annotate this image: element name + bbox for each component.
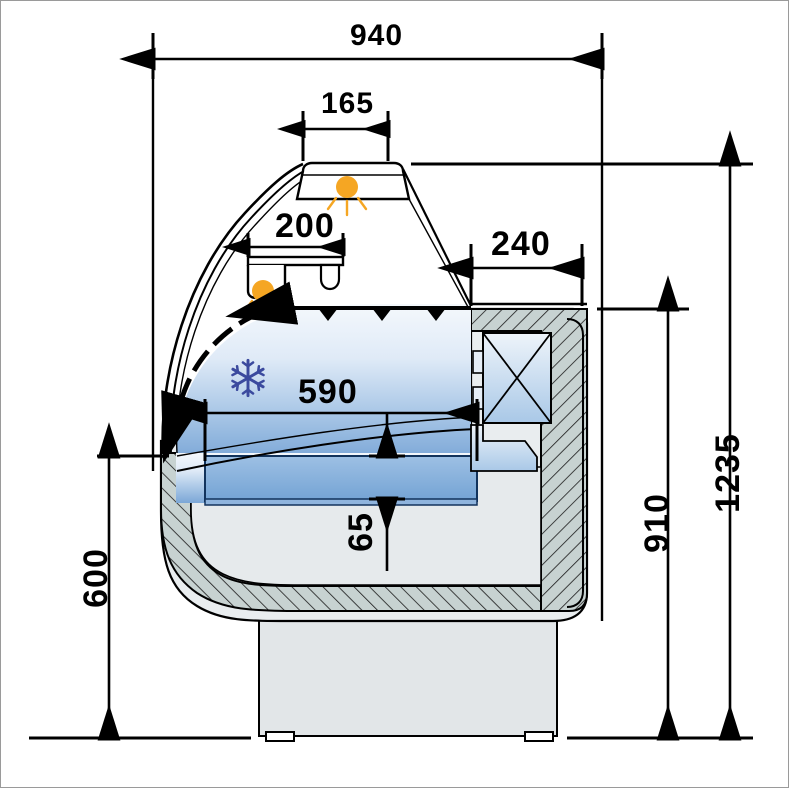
opening-direction-arrow — [161, 281, 299, 464]
canopy-rear-edge — [402, 168, 472, 307]
product-deck — [204, 455, 478, 502]
shelf-bracket — [319, 263, 341, 291]
deck-slope-line — [176, 428, 478, 472]
leveling-foot-right — [524, 731, 554, 742]
dim-65 — [369, 413, 405, 571]
leveling-foot-left — [265, 731, 295, 742]
dim-590 — [171, 399, 480, 461]
dim-label-590: 590 — [298, 373, 358, 411]
canopy-rear-edge-inner — [408, 198, 469, 308]
dim-label-165: 165 — [321, 87, 375, 120]
dim-label-200: 200 — [275, 207, 335, 245]
cabinet-body — [159, 161, 589, 742]
rear-panel-line — [566, 318, 584, 608]
dim-label-600: 600 — [77, 548, 115, 608]
product-deck-edge — [204, 498, 478, 506]
dim-label-910: 910 — [638, 493, 676, 553]
machinery-unit — [470, 332, 552, 472]
dim-label-240: 240 — [491, 225, 551, 263]
dimension-lines — [29, 33, 753, 741]
dim-165 — [277, 111, 391, 161]
snowflake-icon — [227, 357, 269, 399]
dim-940 — [119, 33, 605, 621]
dim-910 — [567, 275, 689, 741]
dim-label-65: 65 — [342, 512, 380, 552]
air-return-duct — [470, 424, 538, 472]
lamp-top-icon — [326, 176, 368, 217]
load-limit-line — [282, 306, 471, 321]
dim-200 — [222, 233, 346, 257]
dim-240 — [437, 244, 585, 306]
duct-slot-upper — [472, 350, 484, 374]
dim-label-1235: 1235 — [709, 433, 747, 513]
dim-600 — [29, 422, 251, 741]
dim-label-940: 940 — [350, 19, 404, 52]
base-plinth — [258, 612, 558, 742]
